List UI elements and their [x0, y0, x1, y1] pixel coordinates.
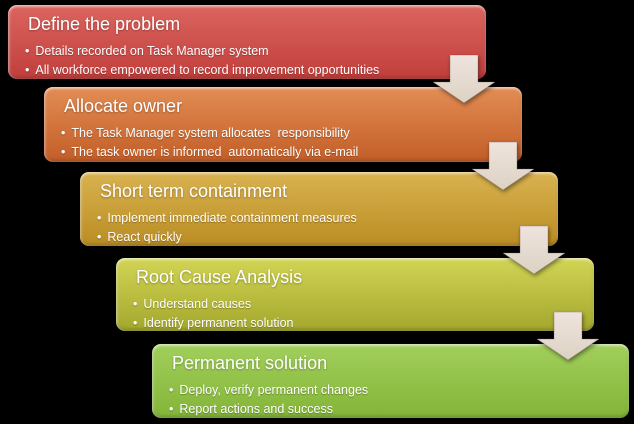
bullet-item: • The Task Manager system allocates respo…: [61, 124, 502, 143]
bullet-marker: •: [169, 383, 174, 397]
down-arrow-icon: [472, 142, 534, 190]
bullet-marker: •: [97, 230, 102, 244]
bullet-item: • The task owner is informed automaticall…: [61, 143, 502, 162]
bullet-text: Details recorded on Task Manager system: [35, 44, 269, 58]
step-allocate-owner: Allocate owner • The Task Manager system …: [44, 87, 522, 162]
bullet-item: • Deploy, verify permanent changes: [169, 381, 609, 400]
down-arrow-icon: [537, 312, 599, 360]
down-arrow-icon: [503, 226, 565, 274]
bullet-text: Report actions and success: [179, 402, 333, 416]
step-title: Short term containment: [100, 181, 288, 201]
bullet-marker: •: [61, 126, 66, 140]
bullet-item: • Details recorded on Task Manager system: [25, 42, 466, 61]
bullet-text: Identify permanent solution: [143, 316, 294, 330]
step-root-cause-analysis: Root Cause Analysis • Understand causes •…: [116, 258, 594, 331]
bullet-text: React quickly: [107, 230, 182, 244]
step-bullet-list: • Understand causes • Identify permanent s…: [133, 295, 574, 333]
step-bullet-list: • Deploy, verify permanent changes • Repor…: [169, 381, 609, 419]
bullet-marker: •: [25, 44, 30, 58]
bullet-marker: •: [133, 297, 138, 311]
bullet-marker: •: [61, 145, 66, 159]
step-bullet-list: • Implement immediate containment measure…: [97, 209, 538, 247]
step-define-the-problem: Define the problem • Details recorded on …: [8, 5, 486, 79]
step-bullet-list: • Details recorded on Task Manager system…: [25, 42, 466, 80]
bullet-item: • All workforce empowered to record impro…: [25, 61, 466, 80]
bullet-item: • React quickly: [97, 228, 538, 247]
bullet-text: Deploy, verify permanent changes: [179, 383, 369, 397]
bullet-text: All workforce empowered to record improv…: [35, 63, 380, 77]
bullet-text: Implement immediate containment measures: [107, 211, 357, 225]
bullet-item: • Identify permanent solution: [133, 314, 574, 333]
step-title: Define the problem: [28, 14, 181, 34]
bullet-marker: •: [133, 316, 138, 330]
bullet-text: Understand causes: [143, 297, 252, 311]
step-title: Root Cause Analysis: [136, 267, 303, 287]
bullet-item: • Understand causes: [133, 295, 574, 314]
bullet-marker: •: [25, 63, 30, 77]
bullet-marker: •: [97, 211, 102, 225]
bullet-text: The task owner is informed automatically…: [71, 145, 359, 159]
step-bullet-list: • The Task Manager system allocates respo…: [61, 124, 502, 162]
bullet-text: The Task Manager system allocates respon…: [71, 126, 350, 140]
down-arrow-icon: [433, 55, 495, 103]
step-permanent-solution: Permanent solution • Deploy, verify perma…: [152, 344, 629, 418]
step-title: Permanent solution: [172, 353, 328, 373]
step-title: Allocate owner: [64, 96, 183, 116]
step-short-term-containment: Short term containment • Implement immedi…: [80, 172, 558, 246]
bullet-marker: •: [169, 402, 174, 416]
bullet-item: • Implement immediate containment measure…: [97, 209, 538, 228]
bullet-item: • Report actions and success: [169, 400, 609, 419]
